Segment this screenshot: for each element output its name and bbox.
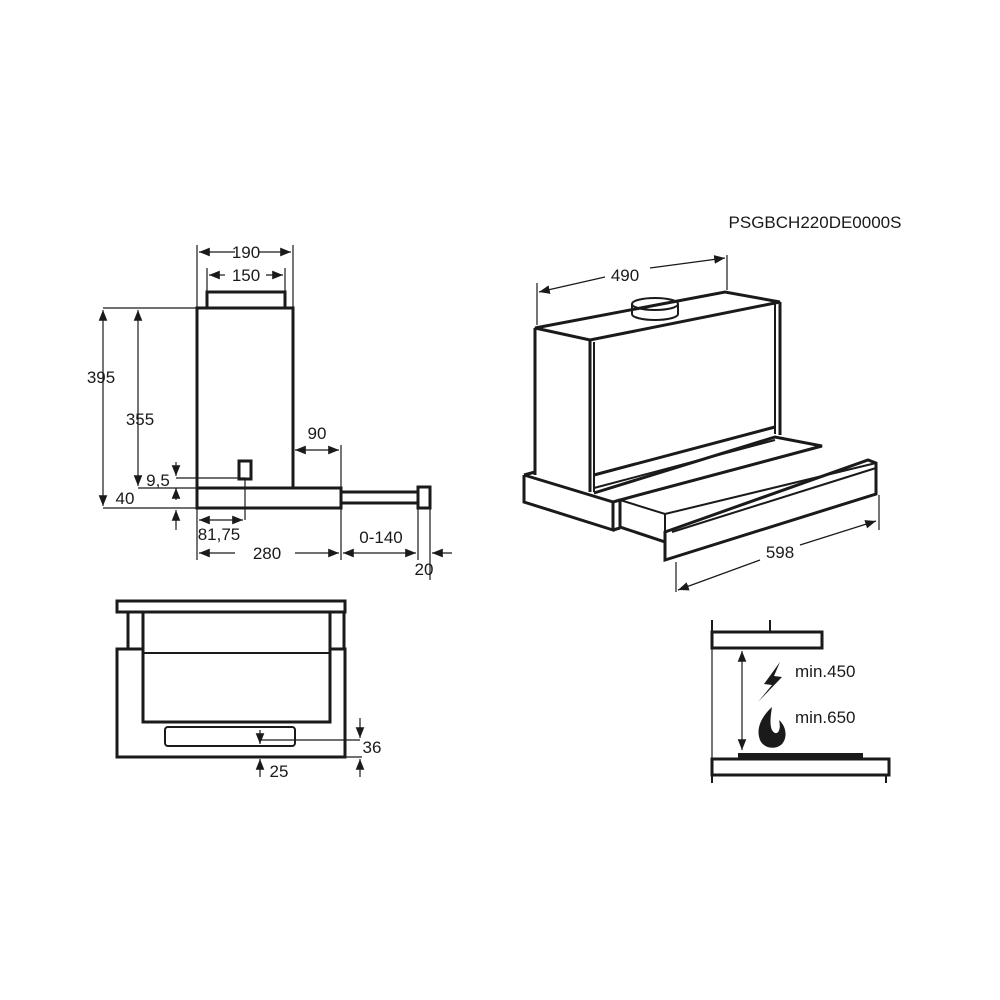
- side-view: 190 150 395 355 9,5 40 81,75 280 0-140 2…: [87, 243, 452, 580]
- dim-9-5: 9,5: [146, 471, 170, 490]
- dim-40: 40: [116, 489, 135, 508]
- cooktop: [738, 753, 863, 758]
- model-code: PSGBCH220DE0000S: [729, 213, 902, 232]
- electric-icon: [758, 662, 782, 702]
- front-view: 36 25: [115, 599, 382, 781]
- dim-280: 280: [253, 544, 281, 563]
- dim-190: 190: [232, 243, 260, 262]
- dim-90: 90: [308, 424, 327, 443]
- dim-81-75: 81,75: [198, 525, 241, 544]
- drawer-outline: [339, 490, 420, 505]
- worktop: [710, 757, 891, 777]
- dim-355: 355: [126, 410, 154, 429]
- flame-icon: [758, 707, 786, 748]
- dim-0-140: 0-140: [359, 528, 402, 547]
- dim-20: 20: [415, 560, 434, 579]
- dim-36: 36: [363, 738, 382, 757]
- perspective-view: 490 598: [522, 255, 880, 592]
- top-face: [534, 290, 781, 342]
- duct-outline: [205, 290, 287, 310]
- dim-395: 395: [87, 368, 115, 387]
- clearance-diagram: min.450 min.650: [710, 620, 891, 783]
- base-outline: [195, 486, 343, 510]
- handle-outline: [416, 485, 432, 510]
- min-450-label: min.450: [795, 662, 855, 681]
- dim-598: 598: [766, 543, 794, 562]
- dim-25: 25: [270, 762, 289, 781]
- light-outline: [237, 459, 253, 481]
- dim-150: 150: [232, 266, 260, 285]
- min-650-label: min.650: [795, 708, 855, 727]
- dim-490: 490: [611, 266, 639, 285]
- upper-cabinet: [710, 630, 824, 650]
